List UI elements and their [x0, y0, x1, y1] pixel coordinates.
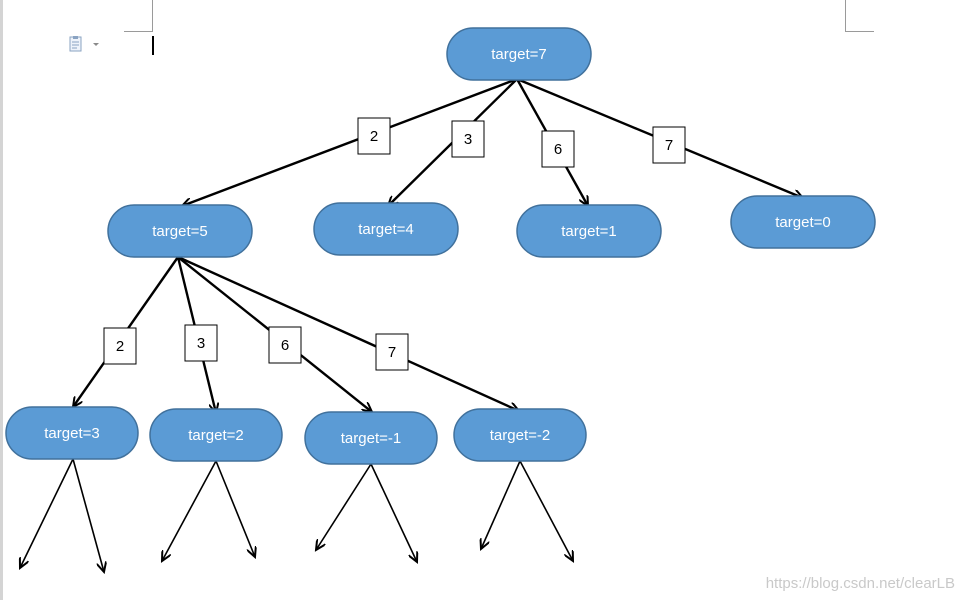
continuation-arrow-1: [72, 458, 104, 572]
node-shape: [453, 408, 587, 462]
tree-node-n3: target=1: [516, 204, 662, 258]
crop-mark-top-left: [152, 0, 153, 32]
continuation-arrow-6: [481, 460, 521, 549]
edge-label-box: [375, 333, 409, 371]
watermark-url: https://blog.csdn.net/clearLB: [765, 575, 955, 592]
tree-node-n4: target=0: [730, 195, 876, 249]
node-label: target=3: [44, 425, 99, 442]
edge-label-box: [357, 117, 391, 155]
edge-label-n1-n5: 2: [103, 327, 137, 365]
node-label: target=7: [491, 46, 546, 63]
crop-mark-top-right-h: [845, 31, 874, 32]
edge-label-text: 6: [281, 337, 289, 354]
edge-label-box: [652, 126, 686, 164]
paste-options-icon[interactable]: [68, 36, 104, 54]
node-label: target=2: [188, 427, 243, 444]
tree-node-n5: target=3: [5, 406, 139, 460]
edge-label-n1-n8: 7: [375, 333, 409, 371]
tree-node-n0: target=7: [446, 27, 592, 81]
node-shape: [107, 204, 253, 258]
edge-n1-n8: [177, 255, 519, 411]
edge-label-text: 6: [554, 141, 562, 158]
continuation-arrow-4: [316, 463, 372, 550]
node-shape: [516, 204, 662, 258]
continuation-arrow-5: [370, 463, 417, 562]
edge-label-box: [103, 327, 137, 365]
edge-label-n0-n2: 3: [451, 120, 485, 158]
tree-node-n6: target=2: [149, 408, 283, 462]
edge-label-n0-n3: 6: [541, 130, 575, 168]
edge-label-box: [541, 130, 575, 168]
edge-label-text: 2: [116, 338, 124, 355]
edge-label-n0-n4: 7: [652, 126, 686, 164]
node-label: target=-2: [490, 427, 550, 444]
crop-mark-top-left-h: [124, 31, 153, 32]
edge-label-text: 3: [464, 131, 472, 148]
node-label: target=-1: [341, 430, 401, 447]
edge-label-n1-n6: 3: [184, 324, 218, 362]
edge-n0-n1: [182, 77, 518, 206]
edge-label-text: 7: [388, 344, 396, 361]
edge-label-box: [268, 326, 302, 364]
edge-label-n0-n1: 2: [357, 117, 391, 155]
edge-label-box: [184, 324, 218, 362]
edge-label-text: 2: [370, 128, 378, 145]
continuation-arrow-7: [519, 460, 573, 561]
node-shape: [730, 195, 876, 249]
node-shape: [304, 411, 438, 465]
edge-label-box: [451, 120, 485, 158]
continuation-arrow-0: [20, 458, 74, 568]
tree-node-n2: target=4: [313, 202, 459, 256]
node-label: target=4: [358, 221, 413, 238]
continuation-arrow-3: [215, 460, 255, 557]
node-label: target=5: [152, 223, 207, 240]
edge-label-text: 7: [665, 137, 673, 154]
node-shape: [149, 408, 283, 462]
node-shape: [446, 27, 592, 81]
crop-mark-top-right: [845, 0, 846, 32]
edge-label-text: 3: [197, 335, 205, 352]
text-cursor: [152, 36, 154, 55]
node-shape: [313, 202, 459, 256]
continuation-arrow-2: [162, 460, 217, 561]
tree-node-n1: target=5: [107, 204, 253, 258]
node-label: target=1: [561, 223, 616, 240]
node-label: target=0: [775, 214, 830, 231]
tree-node-n8: target=-2: [453, 408, 587, 462]
tree-node-n7: target=-1: [304, 411, 438, 465]
edge-label-n1-n7: 6: [268, 326, 302, 364]
window-left-border: [0, 0, 3, 600]
node-shape: [5, 406, 139, 460]
